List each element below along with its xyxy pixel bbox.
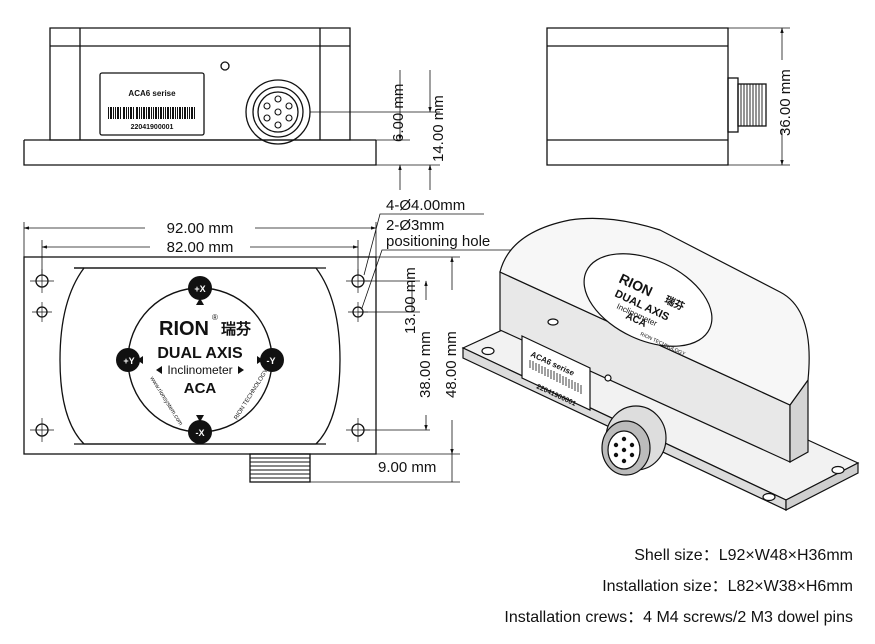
dim-hole-offset: 13.00 mm <box>402 267 419 334</box>
side-view <box>546 27 790 166</box>
logo-product-line1: DUAL AXIS <box>157 345 243 362</box>
iso-connector-pins <box>613 436 635 464</box>
front-connector-pins <box>263 95 293 129</box>
spec-install-crews: Installation crews：4 M4 screws/2 M3 dowe… <box>504 609 853 626</box>
logo-registered: ® <box>212 313 218 322</box>
axis-label-py: +Y <box>123 356 134 366</box>
front-screw-dot <box>220 61 230 71</box>
spec-install-size: Installation size：L82×W38×H6mm <box>602 578 853 595</box>
dim-length-total: 92.00 mm <box>167 220 234 237</box>
dim-total-height: 36.00 mm <box>777 69 794 136</box>
dim-hole-pos-note: positioning hole <box>386 233 490 250</box>
dim-connector-len: 9.00 mm <box>378 459 436 476</box>
top-connector-thread-lines <box>250 457 310 479</box>
iso-label-plate <box>521 335 591 411</box>
front-label-serial: 22041900001 <box>131 124 174 131</box>
logo-brand-cn: 瑞芬 <box>221 320 252 338</box>
dim-width-install: 38.00 mm <box>417 331 434 398</box>
front-housing-outline <box>49 27 351 141</box>
dim-hole-main: 4-Ø4.00mm <box>386 197 465 214</box>
dim-length-install: 82.00 mm <box>167 239 234 256</box>
logo-right-triangle <box>238 366 244 374</box>
top-flange-outline <box>23 256 377 455</box>
logo-model: ACA <box>184 380 217 397</box>
iso-flange-holes <box>481 318 845 502</box>
front-connector-outer <box>245 79 311 145</box>
iso-logo-disc <box>583 253 713 347</box>
logo-brand: RION <box>159 318 209 340</box>
top-logo-disc <box>116 276 284 444</box>
spec-shell-size: Shell size：L92×W48×H36mm <box>634 547 853 564</box>
spec-block: Shell size：L92×W48×H36mm Installation si… <box>353 540 853 633</box>
iso-view <box>461 217 860 511</box>
axis-label-px: +X <box>194 284 205 294</box>
front-flange-outline <box>23 140 377 166</box>
dim-flange-height: 6.00 mm <box>390 84 407 142</box>
front-label-title: ACA6 serise <box>128 89 176 98</box>
front-view <box>23 27 440 190</box>
iso-barcode <box>529 360 582 394</box>
top-mount-holes <box>30 269 370 442</box>
side-connector-thread <box>737 83 767 127</box>
axis-label-nx: -X <box>196 428 205 438</box>
iso-screw-dot <box>604 374 612 382</box>
logo-product-line2: Inclinometer <box>167 363 232 377</box>
side-connector-nut <box>727 77 739 133</box>
dim-width-total: 48.00 mm <box>443 331 460 398</box>
side-connector-thread-lines <box>740 84 763 126</box>
side-housing-outline <box>546 27 729 166</box>
dim-hole-pos: 2-Ø3mm <box>386 217 444 234</box>
logo-left-triangle <box>156 366 162 374</box>
front-label-plate <box>99 72 205 136</box>
dim-connector-height: 14.00 mm <box>430 95 447 162</box>
axis-label-ny: -Y <box>267 356 276 366</box>
top-connector-thread <box>249 453 311 483</box>
front-barcode <box>108 107 195 119</box>
